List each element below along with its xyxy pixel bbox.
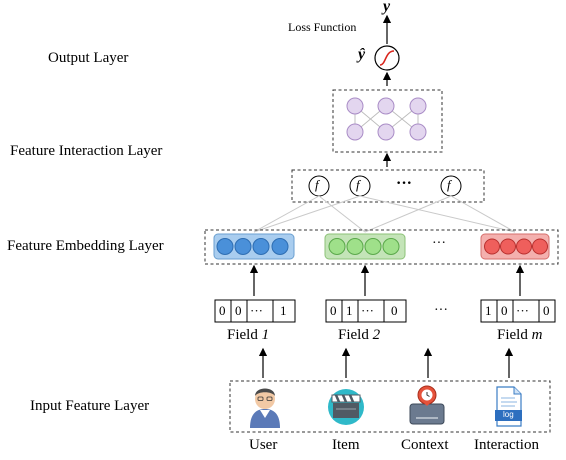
context-clock-icon [409,385,445,425]
sigmoid-node [374,45,400,71]
fieldm-cell-3: ··· [516,303,529,318]
field1-vector-cells [214,299,296,323]
output-layer-label: Output Layer [48,50,129,66]
field1-cell-2: 0 [235,303,242,318]
field1-cell-1: 0 [219,303,226,318]
field1-cell-3: ··· [250,303,263,318]
field2-vector-cells [325,299,407,323]
fieldm-vector-cells [480,299,556,323]
embedding-function-edges [253,195,516,233]
fieldm-cell-1: 1 [485,303,492,318]
log-icon-text: log [503,410,514,419]
fieldm-cell-4: 0 [543,303,550,318]
item-label: Item [332,437,360,453]
y-label: y [383,0,391,15]
network-nodes [346,97,427,141]
field-2-label: Field 2 [338,327,381,343]
fieldm-cell-2: 0 [501,303,508,318]
user-label: User [249,437,278,453]
interaction-network-box [332,89,443,153]
user-embedding [213,233,295,260]
y-hat-label: ŷ [358,46,366,63]
item-clapperboard-icon [328,389,364,425]
user-avatar-icon [250,388,280,428]
interaction-label: Interaction [474,437,539,453]
interaction-embedding [480,233,550,260]
function-ellipsis: ··· [396,175,413,192]
interaction-log-icon [495,386,522,427]
field2-cell-4: 0 [391,303,398,318]
field-m-label: Field m [497,327,543,343]
function-nodes [308,175,462,197]
fields-ellipsis: ··· [434,303,448,318]
input-feature-layer-label: Input Feature Layer [30,398,150,414]
function-symbol-1: f [315,177,319,192]
function-symbol-2: f [356,177,360,192]
field-1-label: Field 1 [227,327,270,343]
item-embedding [324,233,406,260]
feature-embedding-layer-label: Feature Embedding Layer [7,238,164,254]
context-label: Context [401,437,449,453]
field2-cell-1: 0 [330,303,337,318]
field1-cell-4: 1 [280,303,287,318]
input-feature-box [229,380,551,433]
field2-cell-2: 1 [346,303,353,318]
embedding-box [204,229,559,265]
feature-interaction-layer-label: Feature Interaction Layer [10,143,163,159]
embedding-ellipsis: ··· [432,236,446,251]
field2-cell-3: ··· [361,303,374,318]
loss-function-label: Loss Function [288,20,357,34]
function-symbol-3: f [447,177,451,192]
